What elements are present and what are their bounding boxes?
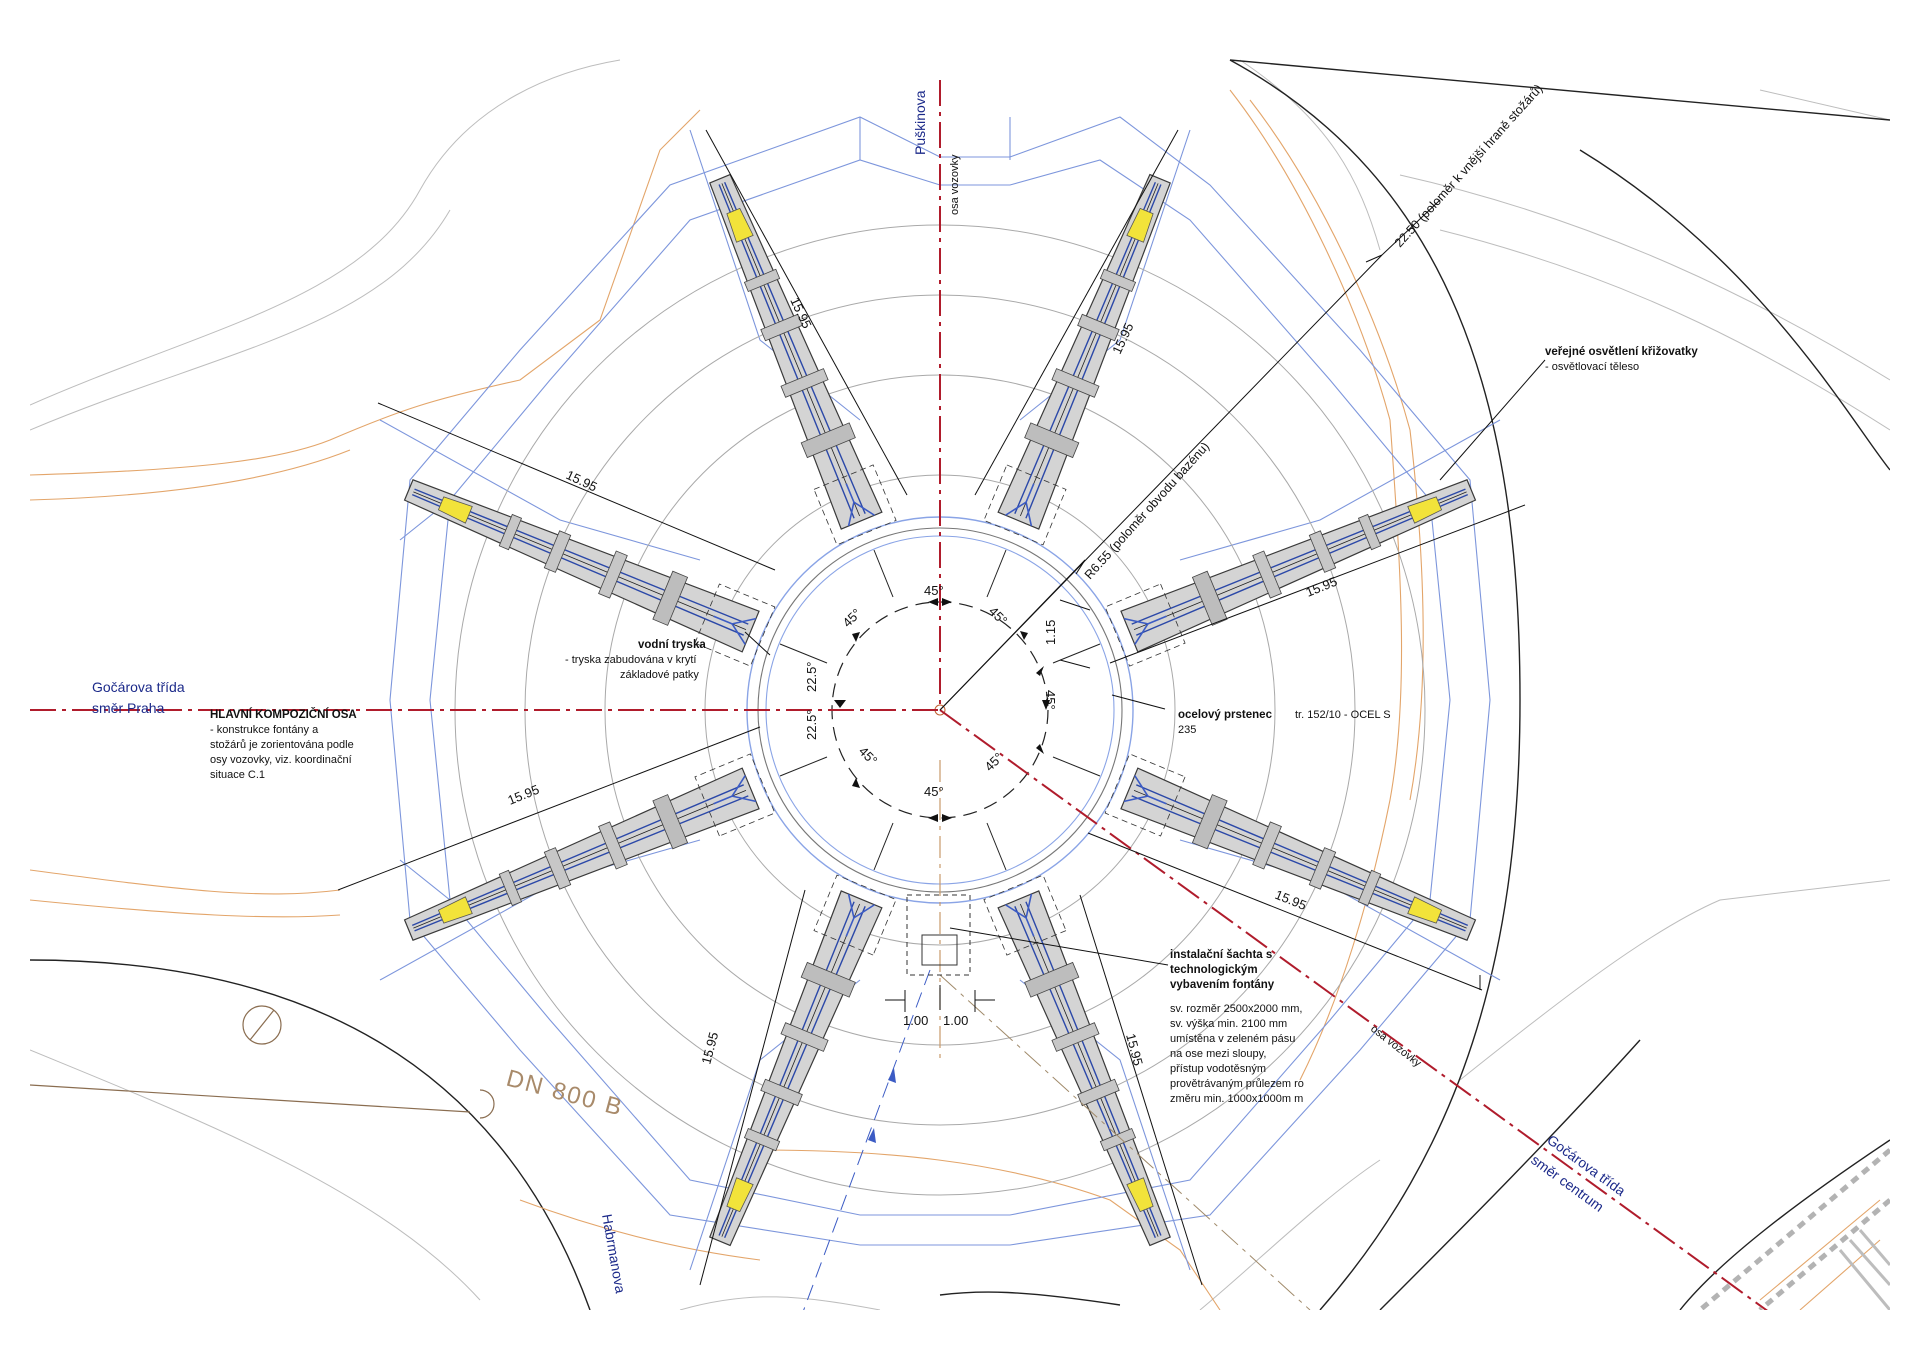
note-axis-desc-2: stožárů je zorientována podle — [210, 739, 354, 751]
pipe-label: DN 800 B — [503, 1065, 626, 1122]
note-lighting-title: veřejné osvětlení křižovatky — [1545, 346, 1698, 358]
axis-label-right: osa vozovky — [1368, 1023, 1423, 1070]
note-shaft-title-1: instalační šachta s — [1170, 949, 1272, 961]
angle-right: 45° — [1043, 690, 1058, 710]
dim-radius-outer: 22.50 (poloměr k vnější hraně stožárů) — [1392, 82, 1546, 250]
street-habrmanova: Habrmanova — [599, 1213, 629, 1295]
note-nozzle-title: vodní tryska — [638, 639, 706, 651]
angle-bottom-right: 45° — [982, 750, 1007, 775]
street-gocarova-praha-2: směr Praha — [92, 700, 165, 716]
dim-radius-pool: R6.55 (poloměr obvodu bazénu) — [1082, 439, 1212, 582]
note-axis-desc-4: situace C.1 — [210, 769, 265, 781]
dim-gap: 1.15 — [1043, 620, 1058, 645]
dim-mast-wnw: 15.95 — [564, 467, 600, 494]
note-ring-title: ocelový prstenec — [1178, 709, 1273, 721]
dim-mast-sse: 15.95 — [1123, 1032, 1146, 1067]
note-axis-title: HLAVNÍ KOMPOZIČNÍ OSA — [210, 708, 357, 721]
mast-sse — [983, 874, 1191, 1255]
note-shaft-desc-4: na ose mezi sloupy, — [1170, 1048, 1266, 1060]
dim-shaft-right: 1.00 — [943, 1013, 968, 1028]
angle-top-left: 45° — [840, 606, 865, 631]
angle-bottom: 45° — [924, 784, 944, 799]
angle-top: 45° — [924, 583, 944, 598]
note-nozzle-desc-1: - tryska zabudována v krytí — [565, 654, 696, 666]
mast-ese — [1104, 753, 1485, 961]
note-ring-desc-1: tr. 152/10 - OCEL S — [1295, 709, 1391, 721]
dim-mast-ene: 15.95 — [1304, 574, 1340, 600]
axis-label-top: osa vozovky — [949, 154, 961, 215]
street-gocarova-praha-1: Gočárova třída — [92, 679, 185, 695]
note-nozzle-desc-2: základové patky — [620, 669, 699, 681]
note-shaft-desc-6: provětrávaným průlezem ro — [1170, 1078, 1304, 1090]
note-shaft-desc-5: přístup vodotěsným — [1170, 1063, 1266, 1075]
mast-ssw — [689, 874, 897, 1255]
angle-bottom-left: 45° — [856, 744, 881, 769]
note-shaft-desc-2: sv. výška min. 2100 mm — [1170, 1018, 1287, 1030]
mast-wsw — [395, 753, 776, 961]
angle-left-lower: 22.5° — [804, 709, 819, 740]
note-shaft-title-3: vybavením fontány — [1170, 979, 1275, 991]
dim-shaft-left: 1.00 — [903, 1013, 928, 1028]
note-shaft-desc-3: umístěna v zeleném pásu — [1170, 1033, 1295, 1045]
mast-wnw — [395, 459, 776, 667]
angle-left-upper: 22.5° — [804, 661, 819, 692]
street-puskinova: Puškinova — [912, 90, 928, 155]
note-axis-desc-1: - konstrukce fontány a — [210, 724, 319, 736]
note-shaft-title-2: technologickým — [1170, 964, 1258, 976]
note-lighting-desc: - osvětlovací těleso — [1545, 361, 1639, 373]
note-shaft-desc-7: změru min. 1000x1000m m — [1170, 1093, 1303, 1105]
note-axis-desc-3: osy vozovky, viz. koordinační — [210, 754, 352, 766]
note-ring-desc-2: 235 — [1178, 724, 1196, 736]
note-shaft-desc-1: sv. rozměr 2500x2000 mm, — [1170, 1003, 1302, 1015]
